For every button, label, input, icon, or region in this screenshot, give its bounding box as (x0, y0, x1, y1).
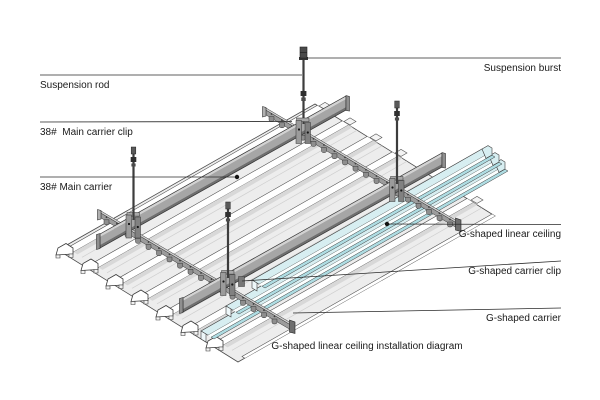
leader-lines (39, 57, 562, 314)
main-carrier-clip (220, 272, 227, 296)
label-main-carrier-clip: 38# Main carrier clip (40, 127, 133, 138)
suspension-assembly-3 (295, 46, 311, 144)
g-carrier-1 (97, 209, 296, 334)
g-carrier-end-cap (262, 106, 267, 118)
rod-nut (394, 111, 400, 116)
caption: G-shaped linear ceiling installation dia… (271, 341, 462, 352)
rod-nut (130, 157, 137, 162)
main-carrier-b (179, 152, 446, 314)
rod-top-cap (225, 201, 231, 210)
leader-main-carrier-clip (39, 121, 293, 123)
panel-end-cap (200, 330, 207, 343)
g-carrier-2 (262, 106, 462, 232)
leader-carrier (292, 307, 562, 314)
rod-top-cap (130, 146, 137, 155)
g-carrier-end-cap (455, 217, 462, 232)
label-suspension-rod: Suspension rod (40, 80, 110, 91)
label-carrier-clip: G-shaped carrier clip (468, 266, 561, 277)
leader-dot-linear-ceiling (384, 221, 390, 227)
suspension-assembly-1 (125, 146, 141, 239)
label-suspension-burst: Suspension burst (484, 63, 561, 74)
rod-top-cap (394, 100, 400, 109)
leader-linear-ceiling (386, 223, 562, 225)
label-main-carrier: 38# Main carrier (40, 182, 113, 193)
g-carrier-end-cap (97, 209, 102, 221)
roof-deck (55, 102, 496, 363)
label-linear-ceiling: G-shaped linear ceiling (459, 229, 561, 240)
main-carrier-clip (295, 120, 302, 144)
g-carrier-clip (238, 276, 245, 287)
suspension-burst-anchor (299, 57, 308, 60)
carrier-end-cap (345, 95, 350, 112)
label-carrier: G-shaped carrier (486, 313, 562, 324)
main-carrier-clip (125, 214, 132, 239)
leader-carrier-clip (241, 260, 562, 282)
deck-surface (57, 103, 496, 363)
main-carrier-a (96, 95, 350, 250)
leader-dot-main-carrier (234, 174, 240, 180)
suspension-assembly-2 (220, 201, 245, 296)
carrier-end-cap (179, 297, 184, 314)
suspension-assembly-4 (389, 100, 405, 202)
carrier-end-cap (96, 233, 101, 250)
rod-nut (225, 212, 231, 217)
carrier-end-cap (441, 152, 446, 169)
panel-end-cap (251, 279, 258, 292)
rod-nut (300, 91, 307, 96)
panel-end-cap (225, 305, 232, 318)
panel-end-cap (481, 145, 493, 159)
ceiling-panel-1 (251, 145, 496, 292)
main-carrier-clip (389, 178, 396, 202)
g-carrier-end-cap (289, 319, 296, 334)
